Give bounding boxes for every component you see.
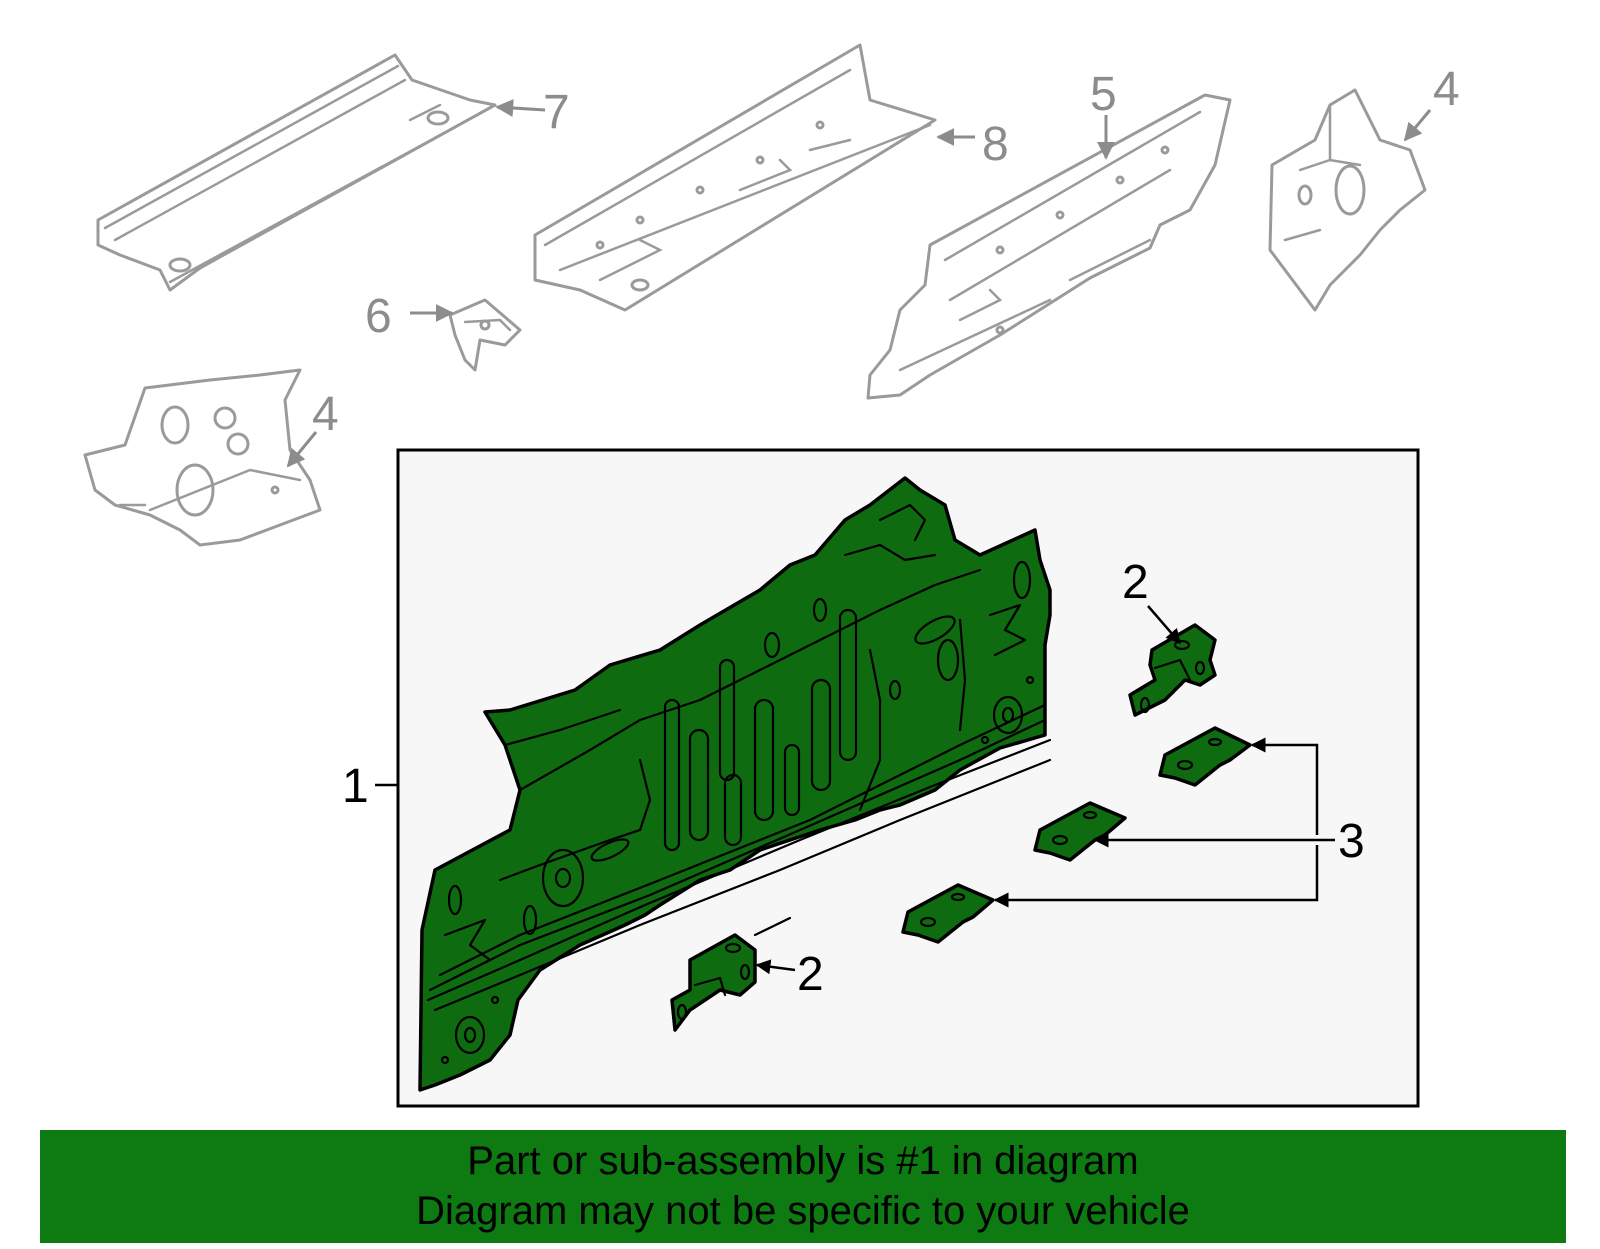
callout-2-lower: 2 bbox=[797, 948, 824, 1001]
part-2-bracket-lower[interactable] bbox=[670, 916, 792, 1032]
part-8-rail bbox=[533, 43, 937, 312]
part-7-rail bbox=[96, 53, 497, 292]
callout-4-left: 4 bbox=[312, 388, 339, 441]
part-3-plate-top[interactable] bbox=[1158, 726, 1252, 787]
callout-5: 5 bbox=[1090, 68, 1117, 121]
part-4-left-panel bbox=[83, 368, 322, 547]
callout-6: 6 bbox=[365, 290, 392, 343]
part-6-bracket bbox=[448, 298, 522, 372]
part-2-bracket-upper[interactable] bbox=[1128, 623, 1217, 717]
part-3-plate-bottom[interactable] bbox=[901, 883, 995, 944]
callout-7: 7 bbox=[543, 86, 570, 139]
info-banner: Part or sub-assembly is #1 in diagram Di… bbox=[40, 1130, 1566, 1243]
callout-2-upper: 2 bbox=[1122, 556, 1149, 609]
part-4-right-panel bbox=[1268, 88, 1427, 312]
callout-8: 8 bbox=[982, 118, 1009, 171]
callout-3: 3 bbox=[1338, 815, 1365, 868]
parts-diagram: 7 8 5 4 6 4 1 bbox=[83, 43, 1460, 1108]
banner-line-1: Part or sub-assembly is #1 in diagram bbox=[467, 1139, 1139, 1183]
callout-4-right: 4 bbox=[1433, 63, 1460, 116]
part-1-back-panel[interactable] bbox=[418, 476, 1052, 1092]
callout-1: 1 bbox=[342, 760, 369, 813]
part-5-panel bbox=[866, 93, 1232, 400]
banner-line-2: Diagram may not be specific to your vehi… bbox=[416, 1189, 1190, 1233]
